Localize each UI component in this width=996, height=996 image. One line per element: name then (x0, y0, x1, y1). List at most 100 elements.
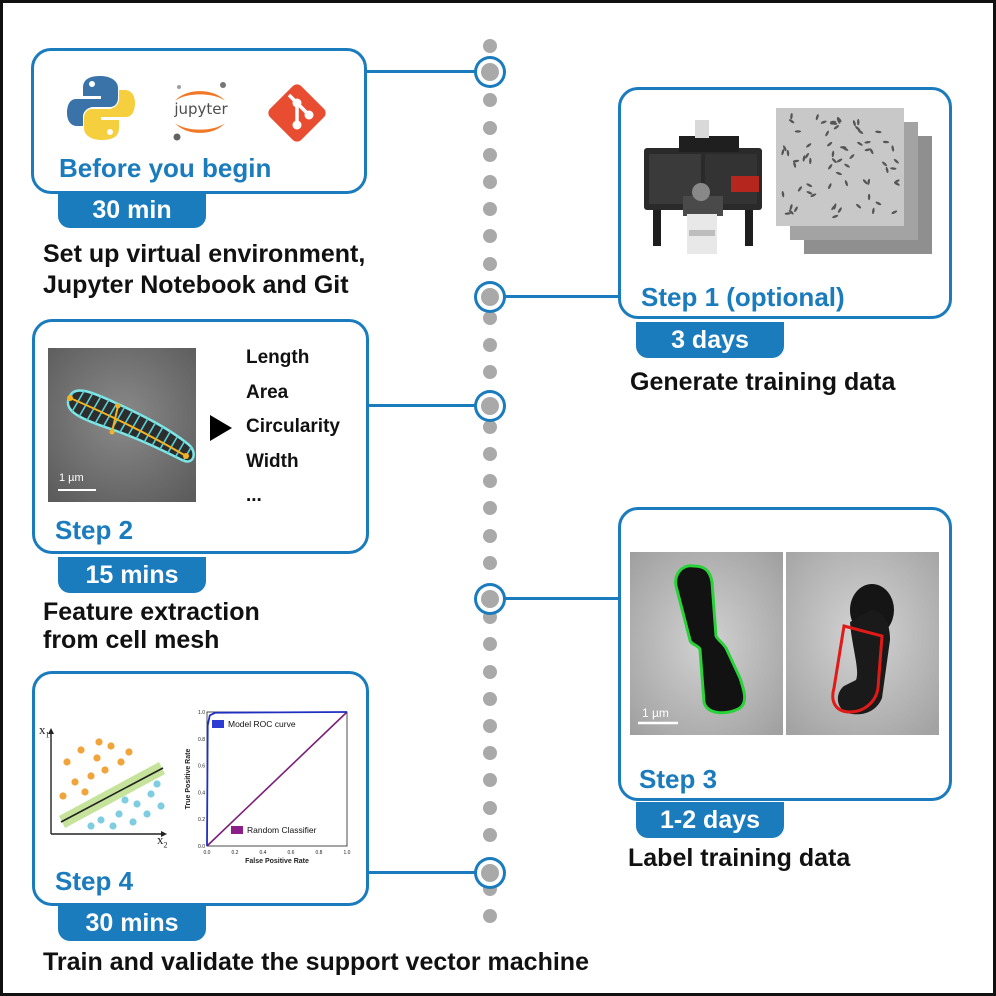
label-image-bad (786, 552, 939, 735)
scatter-point-class-b (121, 796, 129, 804)
scatter-point-class-b (153, 780, 161, 788)
scatter-point-class-b (97, 816, 105, 824)
timeline-dot (483, 120, 497, 135)
feature-item: Circularity (246, 416, 340, 437)
legend-swatch-model (212, 720, 224, 728)
duration-badge: 30 min (58, 192, 206, 228)
scatter-point-class-a (117, 758, 125, 766)
roc-x-tick: 0.0 (204, 850, 211, 856)
timeline-dot (483, 691, 497, 706)
step-description-line2: Jupyter Notebook and Git (43, 271, 349, 299)
legend-swatch-random (231, 826, 243, 834)
timeline-dot (483, 555, 497, 570)
random-classifier-line (206, 711, 348, 847)
roc-x-tick: 1.0 (344, 850, 351, 856)
scatter-point-class-a (107, 742, 115, 750)
jupyter-wordmark: jupyter (174, 100, 228, 118)
scatter-point-class-b (129, 818, 137, 826)
scatter-point-class-b (87, 822, 95, 830)
timeline-dot (483, 501, 497, 516)
scale-bar-label: 1 µm (59, 472, 84, 484)
scatter-x-axis-label: x2 (157, 832, 168, 850)
roc-y-tick: 0.6 (198, 764, 205, 770)
timeline-dot (483, 528, 497, 543)
roc-y-tick: 0.8 (198, 737, 205, 743)
git-logo-icon (268, 84, 326, 142)
timeline-node-step2 (481, 397, 499, 415)
timeline-dot (483, 882, 497, 897)
scatter-point-class-a (81, 788, 89, 796)
timeline-dot (483, 447, 497, 461)
timeline-dot (483, 39, 497, 53)
timeline-dot (483, 419, 497, 434)
model-roc-line (206, 711, 348, 847)
duration-badge: 30 mins (58, 905, 206, 941)
duration-badge: 15 mins (58, 557, 206, 593)
scatter-point-class-a (59, 792, 67, 800)
card-step1: Step 1 (optional) (618, 87, 952, 319)
scatter-point-class-a (77, 746, 85, 754)
jupyter-logo-icon: jupyter (165, 73, 235, 149)
scatter-point-class-a (63, 758, 71, 766)
timeline-node-step3 (481, 590, 499, 608)
duration-badge: 3 days (636, 322, 784, 358)
timeline-node-step1 (481, 288, 499, 306)
feature-item: Width (246, 451, 299, 472)
scatter-point-class-b (157, 802, 165, 810)
timeline-dot (483, 909, 497, 924)
scatter-point-class-b (115, 810, 123, 818)
step-description: Generate training data (630, 368, 896, 396)
timeline-dot (483, 664, 497, 679)
step-description-line2: from cell mesh (43, 626, 220, 654)
roc-y-tick: 0.4 (198, 790, 205, 796)
feature-item: Length (246, 347, 310, 368)
card-before-you-begin: jupyter Before you begin (31, 48, 367, 194)
timeline-dot (483, 338, 497, 353)
timeline-dot (483, 229, 497, 244)
image-stack (776, 108, 936, 258)
roc-y-axis-label: True Positive Rate (185, 749, 192, 810)
roc-y-tick: 0.2 (198, 817, 205, 823)
connector-before (363, 70, 478, 73)
timeline-dot (483, 827, 497, 842)
scatter-point-class-a (93, 754, 101, 762)
microscope-image (644, 120, 762, 254)
timeline-dot (483, 93, 497, 108)
svm-scatter-plot (48, 728, 167, 837)
scatter-point-class-b (147, 790, 155, 798)
timeline-dot (483, 610, 497, 625)
roc-y-tick: 1.0 (198, 710, 205, 716)
roc-y-tick: 0.0 (198, 844, 205, 850)
card-step2: 1 µm Step 2 (32, 319, 369, 554)
card-label: Step 2 (55, 515, 134, 545)
scatter-point-class-b (143, 810, 151, 818)
timeline-dot (483, 719, 497, 733)
scatter-point-class-a (71, 778, 79, 786)
connector-step3 (503, 597, 621, 600)
roc-x-tick: 0.8 (316, 850, 323, 856)
python-logo-icon (67, 76, 135, 140)
step-description-line1: Feature extraction (43, 598, 260, 626)
timeline-dot (483, 474, 497, 489)
roc-x-tick: 0.2 (232, 850, 239, 856)
feature-item: ... (246, 485, 262, 506)
timeline-dot (483, 746, 497, 761)
roc-x-tick: 0.4 (260, 850, 267, 856)
roc-x-axis-label: False Positive Rate (245, 858, 309, 865)
timeline-node-before (481, 63, 499, 81)
connector-step4 (369, 871, 478, 874)
scatter-y-axis-label: x1 (39, 722, 50, 740)
step-description: Label training data (628, 844, 851, 872)
scatter-point-class-a (125, 748, 133, 756)
card-label: Before you begin (59, 153, 272, 183)
card-label: Step 1 (optional) (641, 282, 845, 312)
timeline-dot (483, 147, 497, 162)
timeline-dot (483, 202, 497, 217)
scale-bar-label: 1 µm (642, 706, 669, 720)
step-description-line1: Set up virtual environment, (43, 240, 366, 268)
timeline-dot (483, 800, 497, 815)
scatter-point-class-b (109, 822, 117, 830)
card-label: Step 3 (639, 764, 718, 794)
scatter-point-class-a (87, 772, 95, 780)
